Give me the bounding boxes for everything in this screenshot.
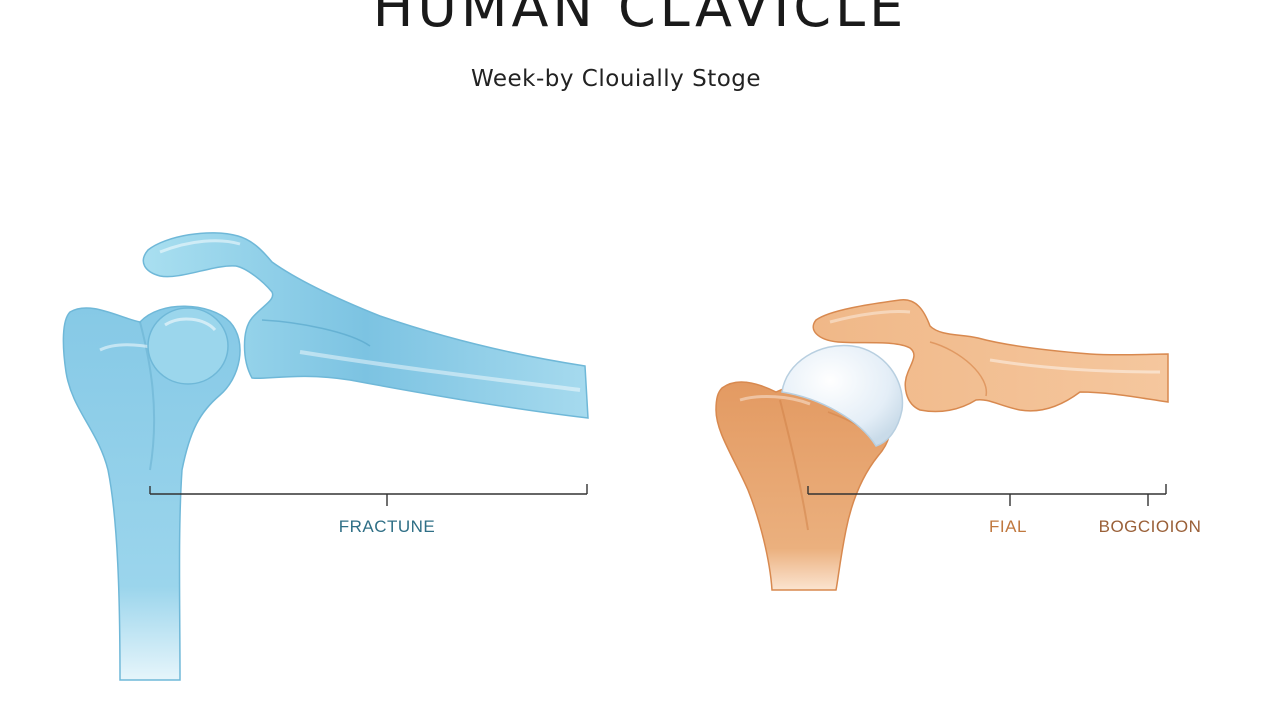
humerus-blue xyxy=(62,305,241,681)
clavicle-blue xyxy=(142,232,589,419)
cartilage-cap xyxy=(781,344,904,447)
label-fracture: FRACTUNE xyxy=(339,517,436,536)
page-title: HUMAN CLAVICLE xyxy=(372,0,908,39)
bracket-healing xyxy=(807,484,1167,506)
bracket-fracture xyxy=(149,484,588,506)
label-final: FIAL xyxy=(989,517,1027,536)
page-subtitle: Week-by Clouially Stoge xyxy=(470,66,762,92)
label-bogcosion: BOGCIOION xyxy=(1099,517,1202,536)
clavicle-orange xyxy=(812,299,1169,413)
